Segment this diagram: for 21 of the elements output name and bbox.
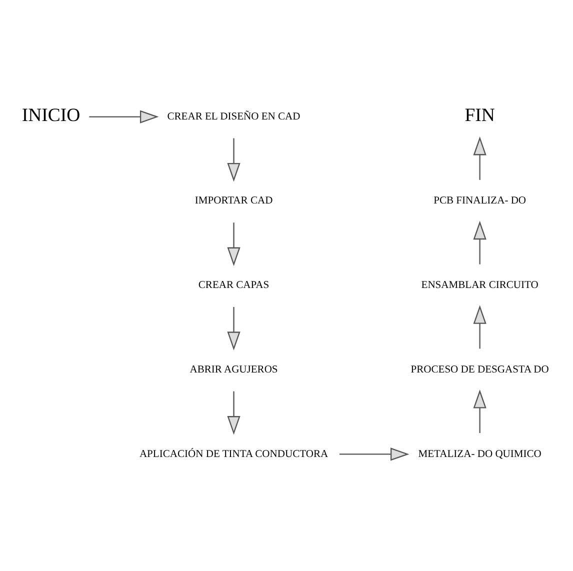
- node-text: CREAR CAPAS: [198, 280, 270, 292]
- node-text: PROCESO DE DESGASTA DO: [410, 364, 549, 376]
- arrow: [227, 306, 240, 350]
- arrow: [227, 222, 240, 266]
- node-text: METALIZA- DO QUIMICO: [418, 448, 542, 460]
- node-text: CREAR EL DISEÑO EN CAD: [167, 111, 300, 122]
- arrow: [89, 110, 159, 124]
- arrow: [473, 220, 486, 264]
- node-text: ABRIR AGUJEROS: [190, 364, 278, 376]
- node-text: FIN: [464, 105, 495, 126]
- arrow: [227, 138, 240, 182]
- node-text: ENSAMBLAR CIRCUITO: [421, 280, 538, 292]
- arrow: [473, 390, 486, 434]
- arrow: [340, 448, 410, 461]
- arrow: [473, 136, 486, 180]
- node-text: INICIO: [22, 105, 80, 126]
- node-text: APLICACIÓN DE TINTA CONDUCTORA: [139, 448, 328, 460]
- node-text: PCB FINALIZA- DO: [434, 196, 526, 207]
- arrow: [473, 305, 486, 349]
- node-text: IMPORTAR CAD: [194, 196, 273, 207]
- arrow: [227, 391, 240, 435]
